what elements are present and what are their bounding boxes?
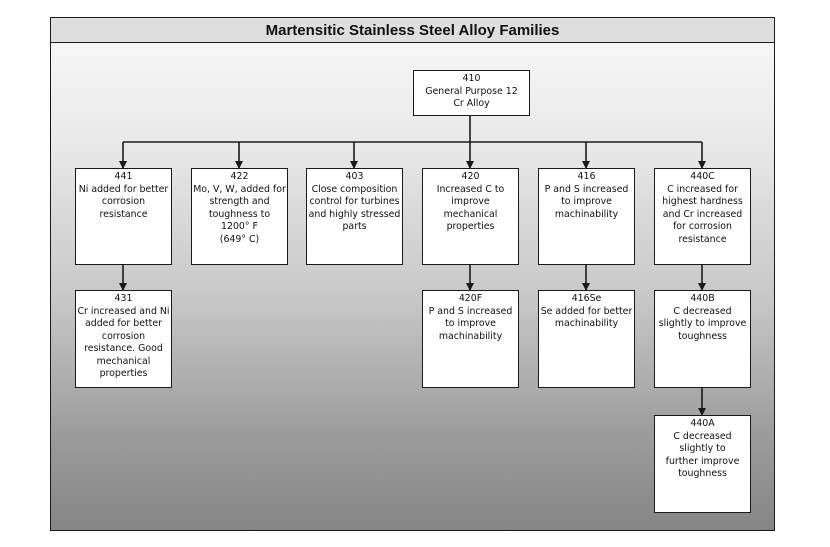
alloy-node-410: 410 General Purpose 12 Cr Alloy [413,70,530,116]
alloy-code: 431 [114,293,133,304]
alloy-description: P and S increased to improve machinabili… [544,183,629,220]
alloy-node-420F: 420F P and S increased to improve machin… [422,290,519,388]
alloy-node-403: 403 Close composition control for turbin… [306,168,403,265]
alloy-node-416Se: 416Se Se added for better machinability [538,290,635,388]
alloy-node-416: 416 P and S increased to improve machina… [538,168,635,265]
alloy-code: 403 [345,171,364,182]
alloy-code: 416Se [571,293,602,304]
alloy-description: C decreased slightly to improve toughnes… [658,305,747,342]
alloy-code: 422 [230,171,249,182]
alloy-node-440A: 440A C decreased slightly to further imp… [654,415,751,513]
alloy-node-440C: 440C C increased for highest hardness an… [654,168,751,265]
alloy-code: 440A [690,418,715,429]
alloy-description: Mo, V, W, added for strength and toughne… [193,183,286,245]
alloy-code: 420 [461,171,480,182]
alloy-description: Cr increased and Ni added for better cor… [77,305,170,380]
alloy-node-420: 420 Increased C to improve mechanical pr… [422,168,519,265]
alloy-code: 410 [462,73,481,84]
alloy-node-431: 431 Cr increased and Ni added for better… [75,290,172,388]
alloy-code: 440C [690,171,715,182]
alloy-code: 441 [114,171,133,182]
alloy-code: 440B [690,293,715,304]
alloy-description: C increased for highest hardness and Cr … [662,183,743,245]
diagram-frame: Martensitic Stainless Steel Alloy Famili… [50,17,775,531]
alloy-description: Increased C to improve mechanical proper… [436,183,505,233]
alloy-description: Se added for better machinability [540,305,633,330]
alloy-code: 416 [577,171,596,182]
alloy-description: P and S increased to improve machinabili… [428,305,513,342]
alloy-node-422: 422 Mo, V, W, added for strength and tou… [191,168,288,265]
alloy-node-440B: 440B C decreased slightly to improve tou… [654,290,751,388]
title-bar: Martensitic Stainless Steel Alloy Famili… [51,18,774,43]
alloy-description: C decreased slightly to further improve … [665,430,740,480]
alloy-description: Ni added for better corrosion resistance [78,183,169,220]
diagram-title: Martensitic Stainless Steel Alloy Famili… [265,21,560,39]
alloy-node-441: 441 Ni added for better corrosion resist… [75,168,172,265]
alloy-description: Close composition control for turbines a… [308,183,401,233]
alloy-code: 420F [458,293,483,304]
alloy-description: General Purpose 12 Cr Alloy [425,85,518,110]
